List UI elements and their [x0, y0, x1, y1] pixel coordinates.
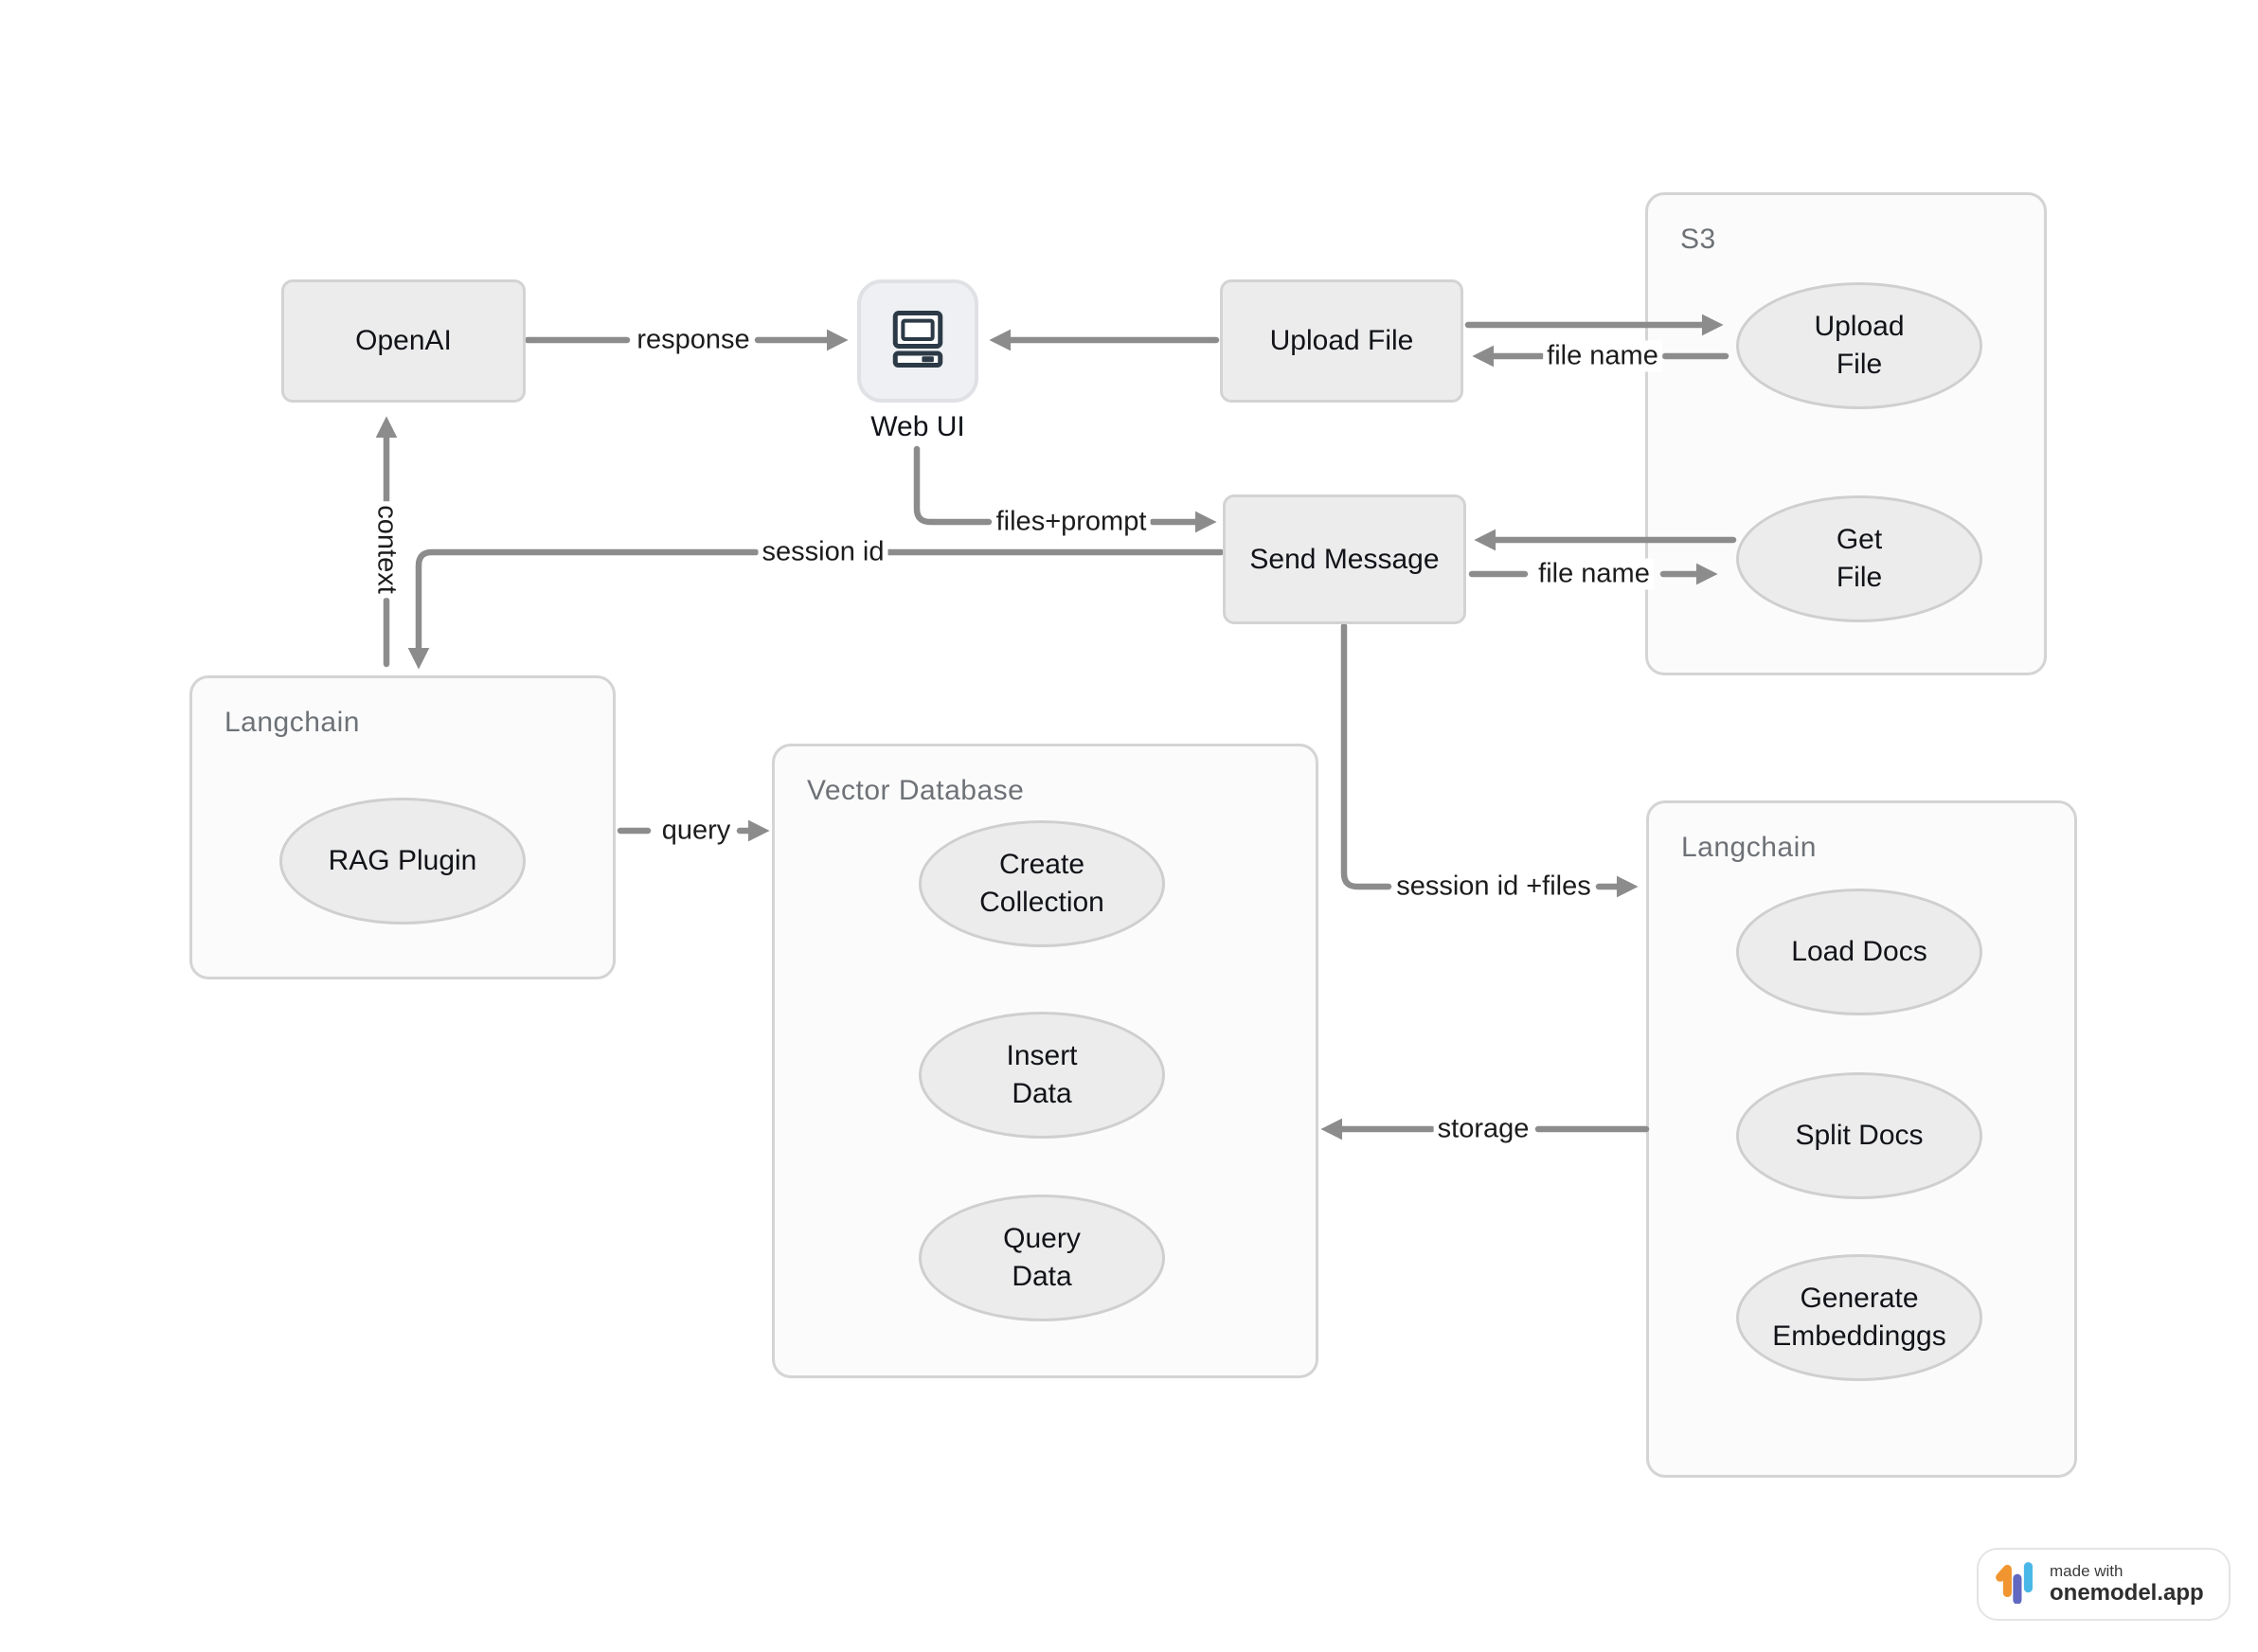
- ellipse-s3-get-file-line2: File: [1836, 562, 1883, 593]
- container-langchain-right-title: Langchain: [1681, 832, 1817, 863]
- ellipse-generate-embeddings-line2: Embeddinggs: [1772, 1320, 1946, 1352]
- node-send-message[interactable]: Send Message: [1223, 494, 1466, 624]
- ellipse-query-data-line1: Query: [1003, 1223, 1081, 1254]
- ellipse-s3-get-file[interactable]: Get File: [1736, 495, 1982, 622]
- edge-label-file-name-upload[interactable]: file name: [1543, 340, 1662, 372]
- edge-sidfiles-elbow: [1340, 622, 1392, 890]
- edge-label-session-id[interactable]: session id: [758, 536, 888, 568]
- ellipse-create-collection-line1: Create: [998, 849, 1085, 880]
- node-openai[interactable]: OpenAI: [281, 279, 526, 403]
- ellipse-load-docs-line1: Load Docs: [1791, 936, 1927, 967]
- ellipse-split-docs[interactable]: Split Docs: [1736, 1072, 1982, 1199]
- ellipse-rag-plugin-line1: RAG Plugin: [328, 845, 477, 876]
- edge-label-response[interactable]: response: [633, 324, 754, 356]
- edge-label-storage[interactable]: storage: [1433, 1113, 1533, 1145]
- ellipse-rag-plugin[interactable]: RAG Plugin: [279, 798, 526, 925]
- ellipse-s3-upload-file-line2: File: [1836, 349, 1883, 380]
- badge-made-with-text: made with: [2050, 1561, 2124, 1580]
- node-upload-file[interactable]: Upload File: [1220, 279, 1463, 403]
- edge-label-file-name-get[interactable]: file name: [1534, 558, 1654, 590]
- ellipse-s3-get-file-line1: Get: [1836, 524, 1883, 555]
- ellipse-load-docs[interactable]: Load Docs: [1736, 889, 1982, 1015]
- ellipse-generate-embeddings-line1: Generate: [1800, 1283, 1919, 1314]
- ellipse-query-data-line2: Data: [1012, 1261, 1072, 1292]
- computer-monitor-icon: [880, 301, 956, 382]
- ellipse-query-data[interactable]: Query Data: [919, 1194, 1165, 1321]
- ellipse-insert-data-line1: Insert: [1006, 1040, 1078, 1071]
- ellipse-split-docs-line1: Split Docs: [1795, 1120, 1924, 1151]
- edge-filesprompt-elbow: [913, 445, 993, 526]
- onemodel-badge[interactable]: made with onemodel.app: [1977, 1548, 2231, 1621]
- ellipse-s3-upload-file-line1: Upload: [1814, 311, 1905, 342]
- edge-label-query[interactable]: query: [657, 815, 735, 847]
- edge-label-context[interactable]: context: [370, 501, 403, 598]
- badge-brand-text: onemodel.app: [2050, 1580, 2204, 1607]
- ellipse-s3-upload-file[interactable]: Upload File: [1736, 282, 1982, 409]
- ellipse-insert-data[interactable]: Insert Data: [919, 1012, 1165, 1139]
- edge-label-session-id-files[interactable]: session id +files: [1392, 871, 1595, 903]
- container-langchain-left-title: Langchain: [224, 707, 360, 738]
- node-web-ui-label: Web UI: [870, 411, 965, 442]
- container-s3-title: S3: [1680, 224, 1716, 255]
- ellipse-generate-embeddings[interactable]: Generate Embeddinggs: [1736, 1254, 1982, 1381]
- node-send-message-label: Send Message: [1249, 543, 1440, 575]
- edge-label-files-prompt[interactable]: files+prompt: [992, 506, 1151, 538]
- container-vector-database-title: Vector Database: [807, 775, 1025, 806]
- ellipse-create-collection-line2: Collection: [979, 887, 1104, 918]
- node-openai-label: OpenAI: [355, 325, 452, 356]
- node-upload-file-label: Upload File: [1269, 325, 1414, 356]
- edge-sessionid-elbow: [407, 548, 760, 670]
- ellipse-create-collection[interactable]: Create Collection: [919, 820, 1165, 947]
- node-web-ui[interactable]: [857, 279, 978, 403]
- onemodel-logo-icon: [1994, 1560, 2037, 1608]
- ellipse-insert-data-line2: Data: [1012, 1078, 1072, 1109]
